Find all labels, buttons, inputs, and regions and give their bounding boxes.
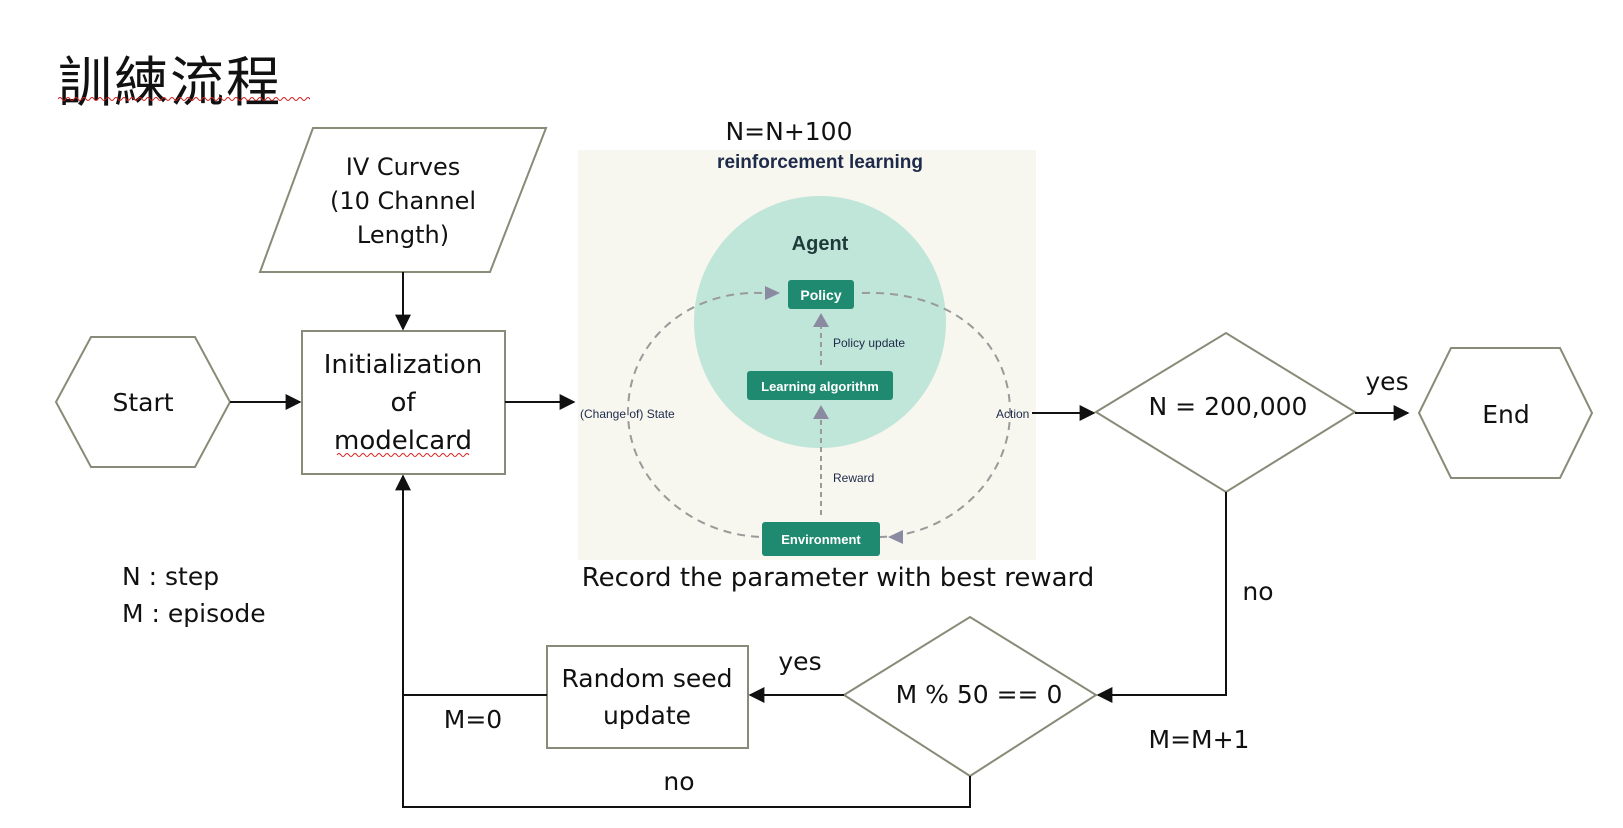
arrow-seed-to-init xyxy=(395,474,547,696)
environment-box xyxy=(762,522,880,556)
input-label-line1: IV Curves xyxy=(346,153,460,181)
init-label-line1: Initialization xyxy=(324,350,483,380)
m-reset-label: M=0 xyxy=(444,705,502,734)
spellcheck-underline xyxy=(336,453,470,457)
decision-m-node: M % 50 == 0 xyxy=(842,615,1098,778)
reward-label: Reward xyxy=(833,471,874,485)
input-label-line3: Length) xyxy=(357,221,449,249)
reward-arrowhead xyxy=(813,405,829,419)
action-loop-path xyxy=(861,291,1012,538)
init-label-line3: modelcard xyxy=(334,426,472,456)
random-seed-label-line1: Random seed xyxy=(561,664,732,693)
no-loop-label: no xyxy=(663,767,694,796)
no-down-label: no xyxy=(1242,577,1273,606)
agent-label: Agent xyxy=(792,233,849,255)
learning-algorithm-label: Learning algorithm xyxy=(761,379,879,394)
arrow-decision-m-no-loop xyxy=(402,695,971,808)
input-node: IV Curves (10 Channel Length) xyxy=(258,127,548,273)
environment-label: Environment xyxy=(781,532,861,547)
decision-m-label: M % 50 == 0 xyxy=(896,680,1063,709)
init-label-line2: of xyxy=(390,388,416,418)
decision-n-node: N = 200,000 xyxy=(1094,331,1357,494)
policy-arrowhead xyxy=(765,286,780,300)
spellcheck-underline xyxy=(58,97,310,101)
yes-end-label: yes xyxy=(1365,367,1408,396)
legend: N : step M : episode xyxy=(122,558,266,632)
init-node: Initialization of modelcard xyxy=(301,330,506,475)
state-loop-path xyxy=(626,291,763,538)
legend-item-m: M : episode xyxy=(122,599,266,628)
decision-n-label: N = 200,000 xyxy=(1149,392,1308,421)
arrow-decision-n-to-decision-m xyxy=(1096,492,1227,703)
legend-item-n: N : step xyxy=(122,562,220,591)
n-increment-label: N=N+100 xyxy=(725,117,852,146)
state-label: (Change of) State xyxy=(580,407,675,421)
action-label: Action xyxy=(996,407,1029,421)
policy-box xyxy=(788,280,854,309)
end-label: End xyxy=(1482,400,1530,429)
policy-label: Policy xyxy=(800,287,841,303)
end-node: End xyxy=(1417,347,1594,479)
page-title: 訓練流程 xyxy=(58,51,282,114)
rl-panel: reinforcement learning Agent Policy Poli… xyxy=(578,150,1036,560)
record-label: Record the parameter with best reward xyxy=(582,563,1095,593)
start-label: Start xyxy=(112,388,173,417)
learning-algorithm-box xyxy=(747,371,893,400)
rl-heading: reinforcement learning xyxy=(717,152,923,173)
m-increment-label: M=M+1 xyxy=(1149,725,1250,754)
policy-update-label: Policy update xyxy=(833,336,905,350)
input-label-line2: (10 Channel xyxy=(330,187,476,215)
start-node: Start xyxy=(54,336,232,468)
policy-update-arrowhead xyxy=(813,313,829,327)
random-seed-label-line2: update xyxy=(603,701,691,730)
environment-arrowhead xyxy=(888,530,903,544)
random-seed-node: Random seed update xyxy=(546,645,749,749)
yes-seed-label: yes xyxy=(778,647,821,676)
